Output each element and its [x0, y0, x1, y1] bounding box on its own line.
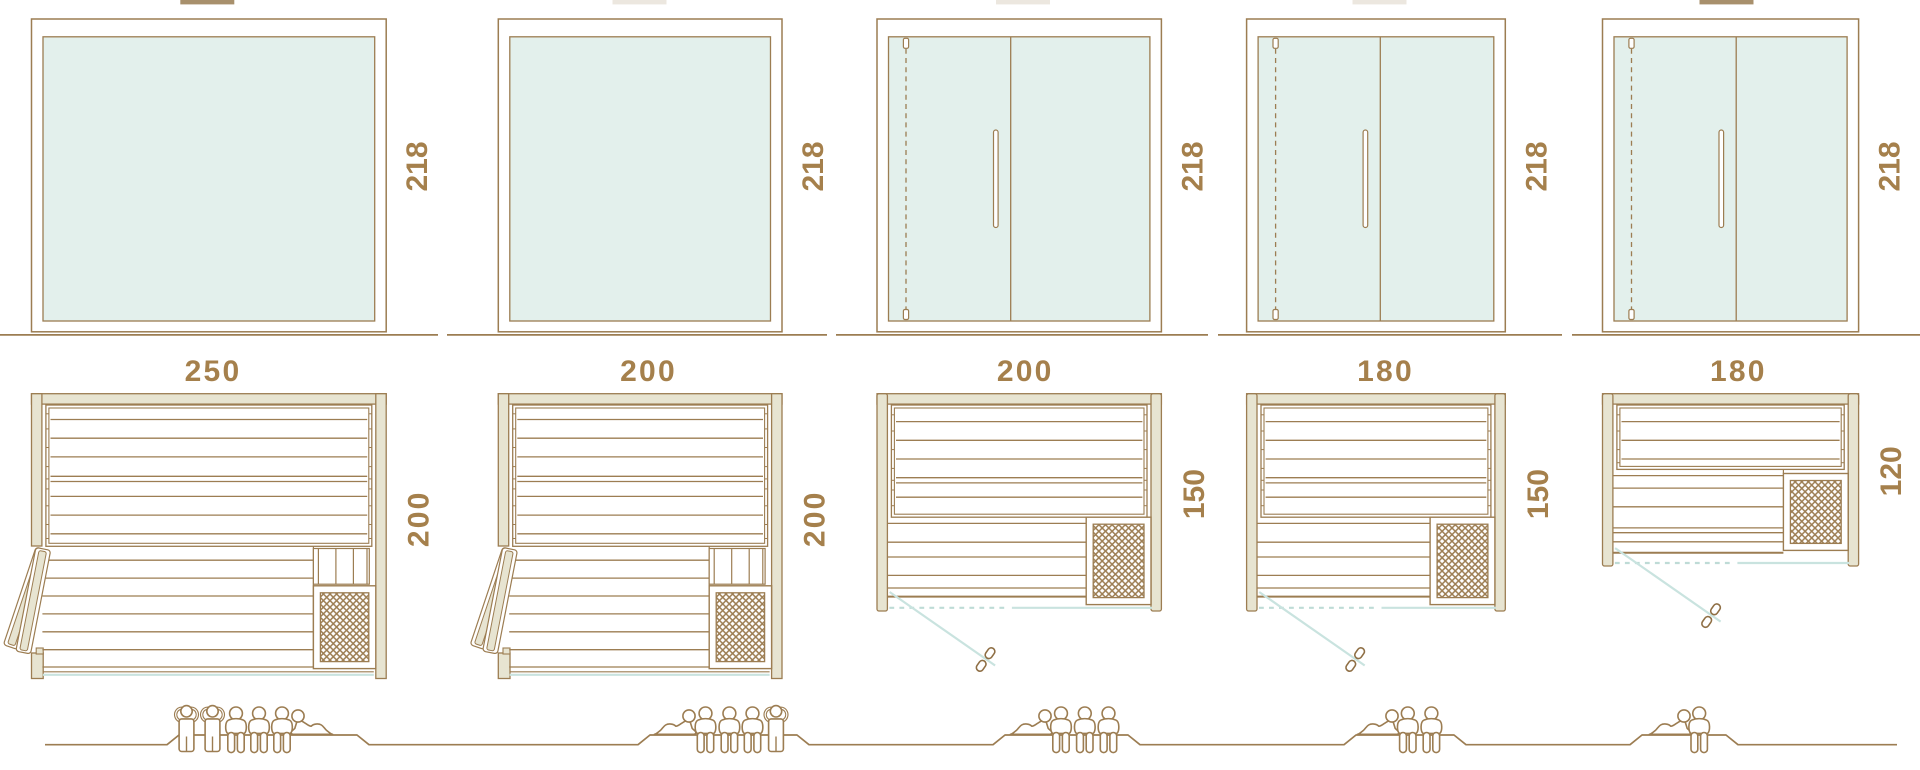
svg-text:200: 200 — [799, 490, 832, 547]
svg-text:218: 218 — [797, 141, 830, 191]
svg-text:150: 150 — [1522, 469, 1555, 519]
svg-text:180: 180 — [1357, 355, 1414, 388]
svg-text:218: 218 — [1874, 141, 1907, 191]
svg-text:200: 200 — [997, 355, 1054, 388]
svg-text:120: 120 — [1875, 446, 1908, 496]
svg-text:218: 218 — [401, 141, 434, 191]
svg-text:200: 200 — [403, 490, 436, 547]
svg-text:180: 180 — [1710, 355, 1767, 388]
svg-text:218: 218 — [1176, 141, 1209, 191]
svg-text:150: 150 — [1178, 469, 1211, 519]
svg-text:218: 218 — [1520, 141, 1553, 191]
svg-text:200: 200 — [620, 355, 677, 388]
svg-text:250: 250 — [185, 355, 242, 388]
